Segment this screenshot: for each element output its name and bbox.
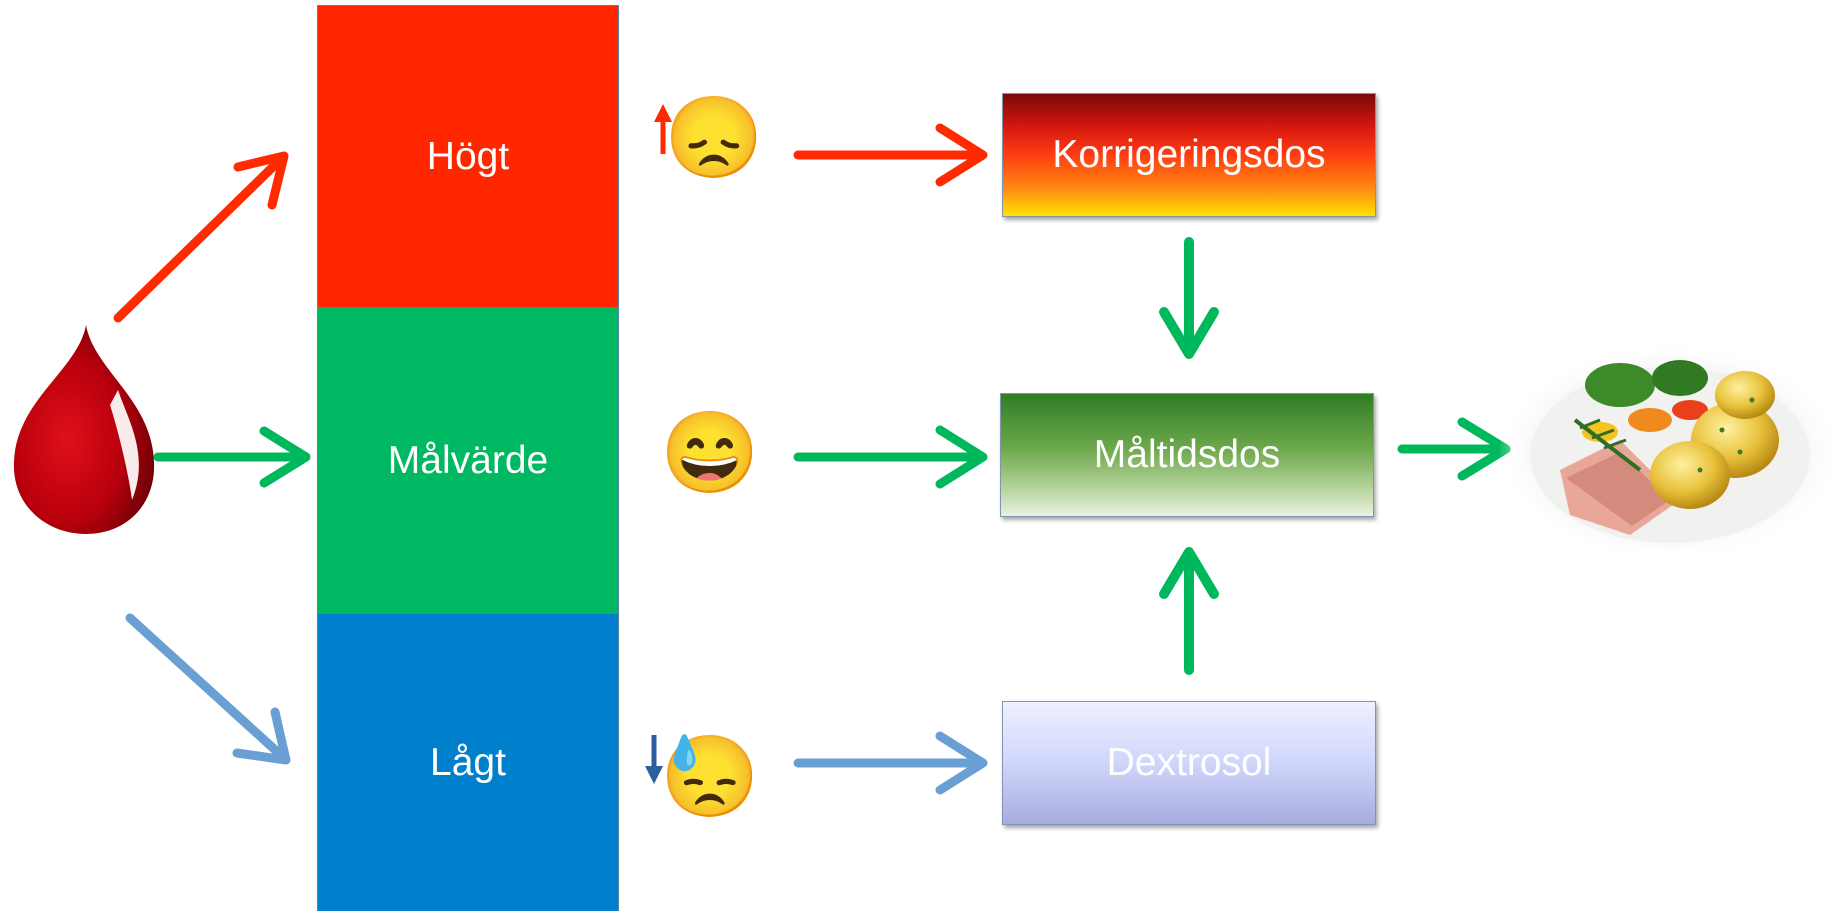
arrow-high-to-correction	[793, 123, 988, 187]
arrow-dextrose-to-meal	[1159, 547, 1219, 675]
correction-dose-box: Korrigeringsdos	[1002, 93, 1376, 217]
dextrose-label: Dextrosol	[1106, 741, 1272, 784]
level-high-label: Högt	[426, 134, 510, 178]
smiling-face-icon: 😄	[660, 408, 760, 497]
level-low: Lågt	[317, 614, 619, 911]
disappointed-face-icon: 😞	[664, 93, 764, 182]
down-arrow-icon	[645, 735, 663, 784]
meal-plate-image	[1498, 342, 1839, 562]
blood-drop-icon	[13, 325, 155, 534]
level-high: Högt	[317, 5, 619, 307]
meal-dose-label: Måltidsdos	[1093, 433, 1281, 476]
up-arrow-icon	[654, 104, 672, 154]
arrow-to-high	[113, 151, 289, 323]
level-low-label: Lågt	[430, 740, 506, 784]
arrow-to-target	[153, 426, 311, 488]
arrow-low-to-dextrose	[793, 731, 988, 795]
meal-dose-box: Måltidsdos	[1000, 393, 1374, 517]
arrow-correction-to-meal	[1159, 237, 1219, 359]
arrow-target-to-meal	[793, 425, 988, 489]
dextrose-box: Dextrosol	[1002, 701, 1376, 825]
level-target-label: Målvärde	[387, 438, 549, 482]
correction-dose-label: Korrigeringsdos	[1052, 133, 1326, 176]
arrow-to-low	[125, 613, 291, 765]
arrow-meal-to-plate	[1397, 417, 1511, 481]
level-target: Målvärde	[317, 307, 619, 614]
sweat-face-icon: 😓	[660, 732, 760, 821]
